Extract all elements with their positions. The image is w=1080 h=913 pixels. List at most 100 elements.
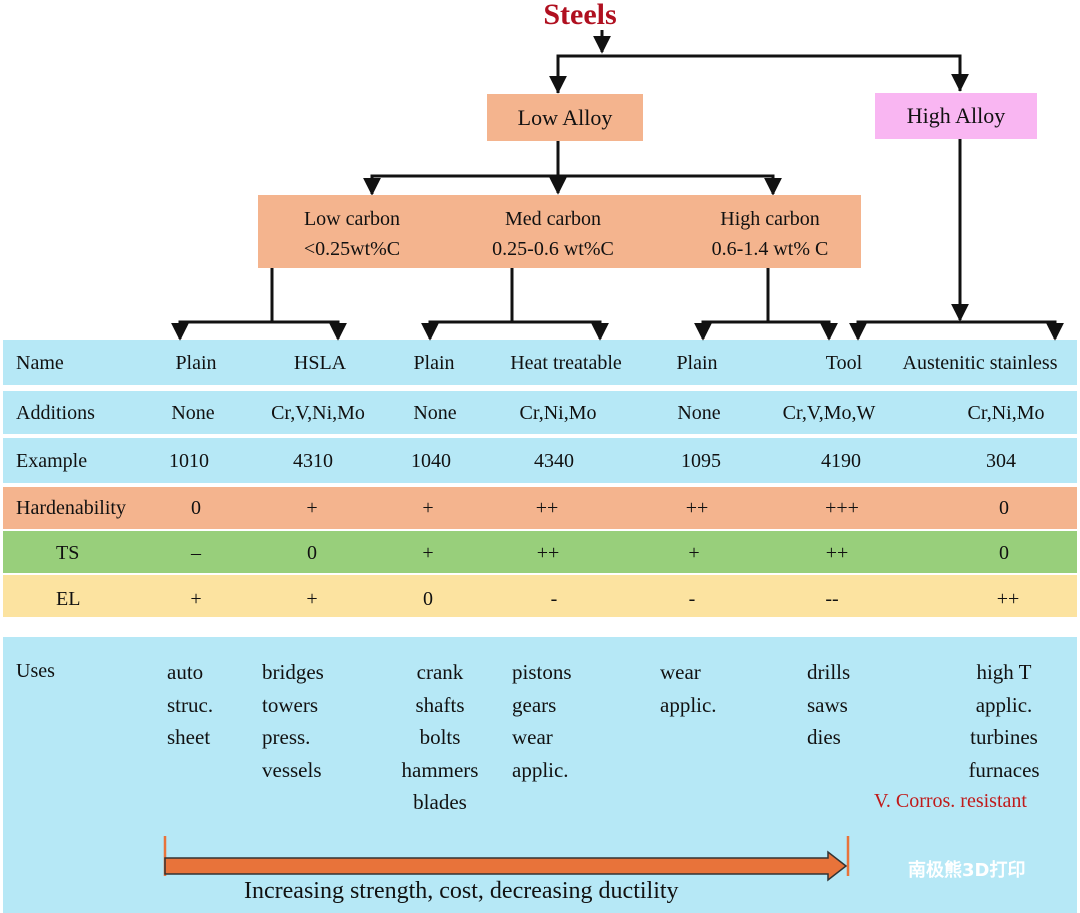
example-row: [3, 438, 1077, 483]
row-label-el: EL: [56, 588, 81, 610]
use-item: towers: [262, 692, 318, 717]
example-cell: 4190: [821, 450, 861, 472]
uses-cell: bridges towers press. vessels: [262, 656, 324, 786]
use-item: furnaces: [968, 757, 1040, 782]
name-cell: Tool: [825, 352, 863, 374]
additions-row: [3, 391, 1077, 434]
diagram-title: Steels: [543, 0, 617, 31]
uses-cell: pistons gears wear applic.: [512, 656, 572, 786]
low-alloy-label: Low Alloy: [517, 104, 613, 130]
example-cell: 1095: [681, 450, 721, 472]
use-item: applic.: [512, 757, 569, 782]
use-item: wear: [660, 660, 701, 684]
use-item: blades: [413, 790, 467, 814]
ts-cell: ++: [536, 542, 560, 564]
use-item: sheet: [167, 725, 211, 749]
el-cell: +: [306, 588, 318, 610]
high-carbon-name: High carbon: [720, 208, 820, 230]
el-cell: -: [688, 588, 696, 610]
el-cell: -: [550, 588, 558, 610]
arrow-caption: Increasing strength, cost, decreasing du…: [244, 878, 679, 904]
hardenability-cell: 0: [191, 497, 201, 519]
el-row: [3, 575, 1077, 617]
carbon-connector: [370, 174, 775, 193]
high-carbon-range: 0.6-1.4 wt% C: [711, 238, 829, 260]
uses-cell: auto struc. sheet: [167, 656, 213, 754]
uses-cell: crank shafts bolts hammers blades: [391, 656, 489, 819]
use-item: saws: [807, 692, 848, 717]
use-item: bolts: [419, 725, 461, 749]
high-carbon-box: High carbon 0.6-1.4 wt% C: [692, 204, 848, 264]
med-carbon-box: Med carbon 0.25-0.6 wt%C: [474, 204, 632, 264]
ts-cell: 0: [307, 542, 317, 564]
additions-cell: Cr,V,Mo,W: [782, 402, 876, 424]
use-item: high T: [976, 660, 1032, 684]
example-cell: 304: [986, 450, 1016, 472]
ts-cell: +: [688, 542, 700, 564]
uses-cell: high T applic. turbines furnaces: [952, 656, 1056, 786]
additions-cell: Cr,Ni,Mo: [967, 402, 1045, 424]
use-item: auto: [167, 660, 204, 684]
additions-cell: Cr,V,Ni,Mo: [271, 402, 365, 424]
additions-cell: None: [677, 402, 721, 424]
additions-cell: None: [171, 402, 215, 424]
hardenability-row: [3, 487, 1077, 529]
additions-cell: Cr,Ni,Mo: [519, 402, 597, 424]
name-cell: Plain: [413, 352, 455, 374]
hardenability-cell: +++: [825, 497, 859, 519]
use-item: crank: [416, 660, 464, 684]
el-cell: --: [825, 588, 839, 610]
hardenability-cell: +: [422, 497, 434, 519]
use-item: drills: [807, 660, 851, 684]
branch-connector: [556, 54, 962, 93]
use-item: turbines: [970, 725, 1038, 749]
example-cell: 4310: [293, 450, 333, 472]
example-cell: 1010: [169, 450, 209, 472]
watermark: 南极熊3D打印: [908, 860, 1026, 881]
row-label-additions: Additions: [16, 402, 95, 424]
example-cell: 1040: [411, 450, 451, 472]
el-cell: ++: [996, 588, 1020, 610]
use-item: bridges: [262, 660, 324, 684]
uses-cell: wear applic.: [660, 656, 717, 721]
use-item: hammers: [401, 757, 479, 782]
name-cell: HSLA: [293, 352, 347, 374]
name-cell: Austenitic stainless: [902, 352, 1058, 374]
ts-cell: 0: [999, 542, 1009, 564]
ts-cell: +: [422, 542, 434, 564]
ts-row: [3, 531, 1077, 573]
low-alloy-box: Low Alloy: [487, 94, 643, 141]
high-alloy-label: High Alloy: [906, 103, 1006, 128]
high-alloy-box: High Alloy: [875, 93, 1037, 139]
row-label-name: Name: [16, 352, 64, 374]
hardenability-cell: ++: [685, 497, 709, 519]
el-cell: 0: [423, 588, 433, 610]
hardenability-cell: ++: [535, 497, 559, 519]
low-carbon-name: Low carbon: [303, 208, 401, 230]
use-item: gears: [512, 692, 557, 717]
hardenability-cell: +: [306, 497, 318, 519]
corrosion-note: V. Corros. resistant: [874, 790, 1027, 812]
row-label-ts: TS: [56, 542, 80, 564]
use-item: vessels: [262, 757, 322, 782]
use-item: struc.: [167, 692, 214, 717]
use-item: applic.: [660, 692, 717, 717]
ts-cell: ++: [825, 542, 849, 564]
use-item: wear: [512, 725, 553, 749]
use-item: press.: [262, 725, 311, 749]
use-item: dies: [807, 725, 841, 749]
additions-cell: None: [413, 402, 457, 424]
row-label-uses: Uses: [16, 660, 55, 682]
med-carbon-name: Med carbon: [504, 208, 602, 230]
el-cell: +: [190, 588, 202, 610]
use-item: applic.: [975, 692, 1033, 717]
low-carbon-box: Low carbon <0.25wt%C: [282, 204, 422, 264]
use-item: shafts: [415, 692, 465, 717]
ts-cell: –: [191, 542, 201, 564]
increasing-arrow: [163, 836, 850, 882]
row-label-hardenability: Hardenability: [16, 497, 126, 519]
carbon-band: [258, 195, 861, 268]
name-cell: Heat treatable: [510, 352, 622, 374]
name-cell: Plain: [175, 352, 217, 374]
